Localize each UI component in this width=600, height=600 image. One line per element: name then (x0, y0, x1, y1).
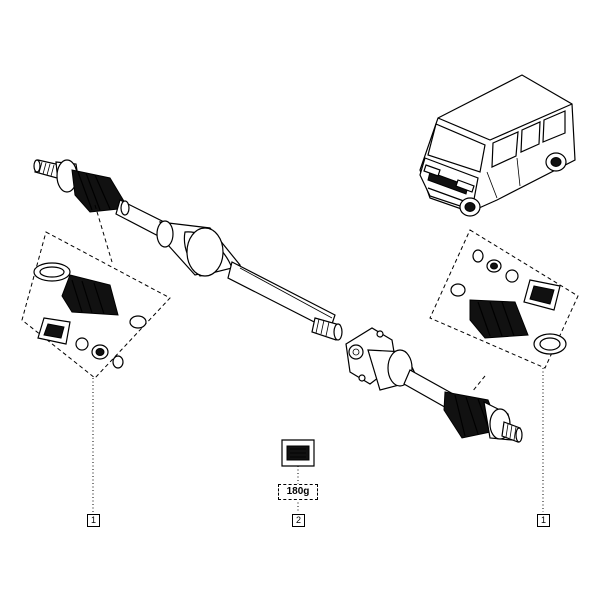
left-repair-kit (21, 231, 171, 379)
callout-center-ref: 2 (292, 514, 305, 527)
callout-left-ref: 1 (87, 514, 100, 527)
grease-sachet (281, 439, 315, 467)
driveshaft-assembly (33, 159, 343, 341)
right-repair-kit (429, 229, 579, 369)
callout-right-ref: 1 (537, 514, 550, 527)
right-driveshaft (345, 327, 523, 443)
grease-quantity-label: 180g (278, 484, 318, 500)
leader-lines (92, 204, 544, 512)
vehicle-van-illustration (419, 74, 576, 217)
